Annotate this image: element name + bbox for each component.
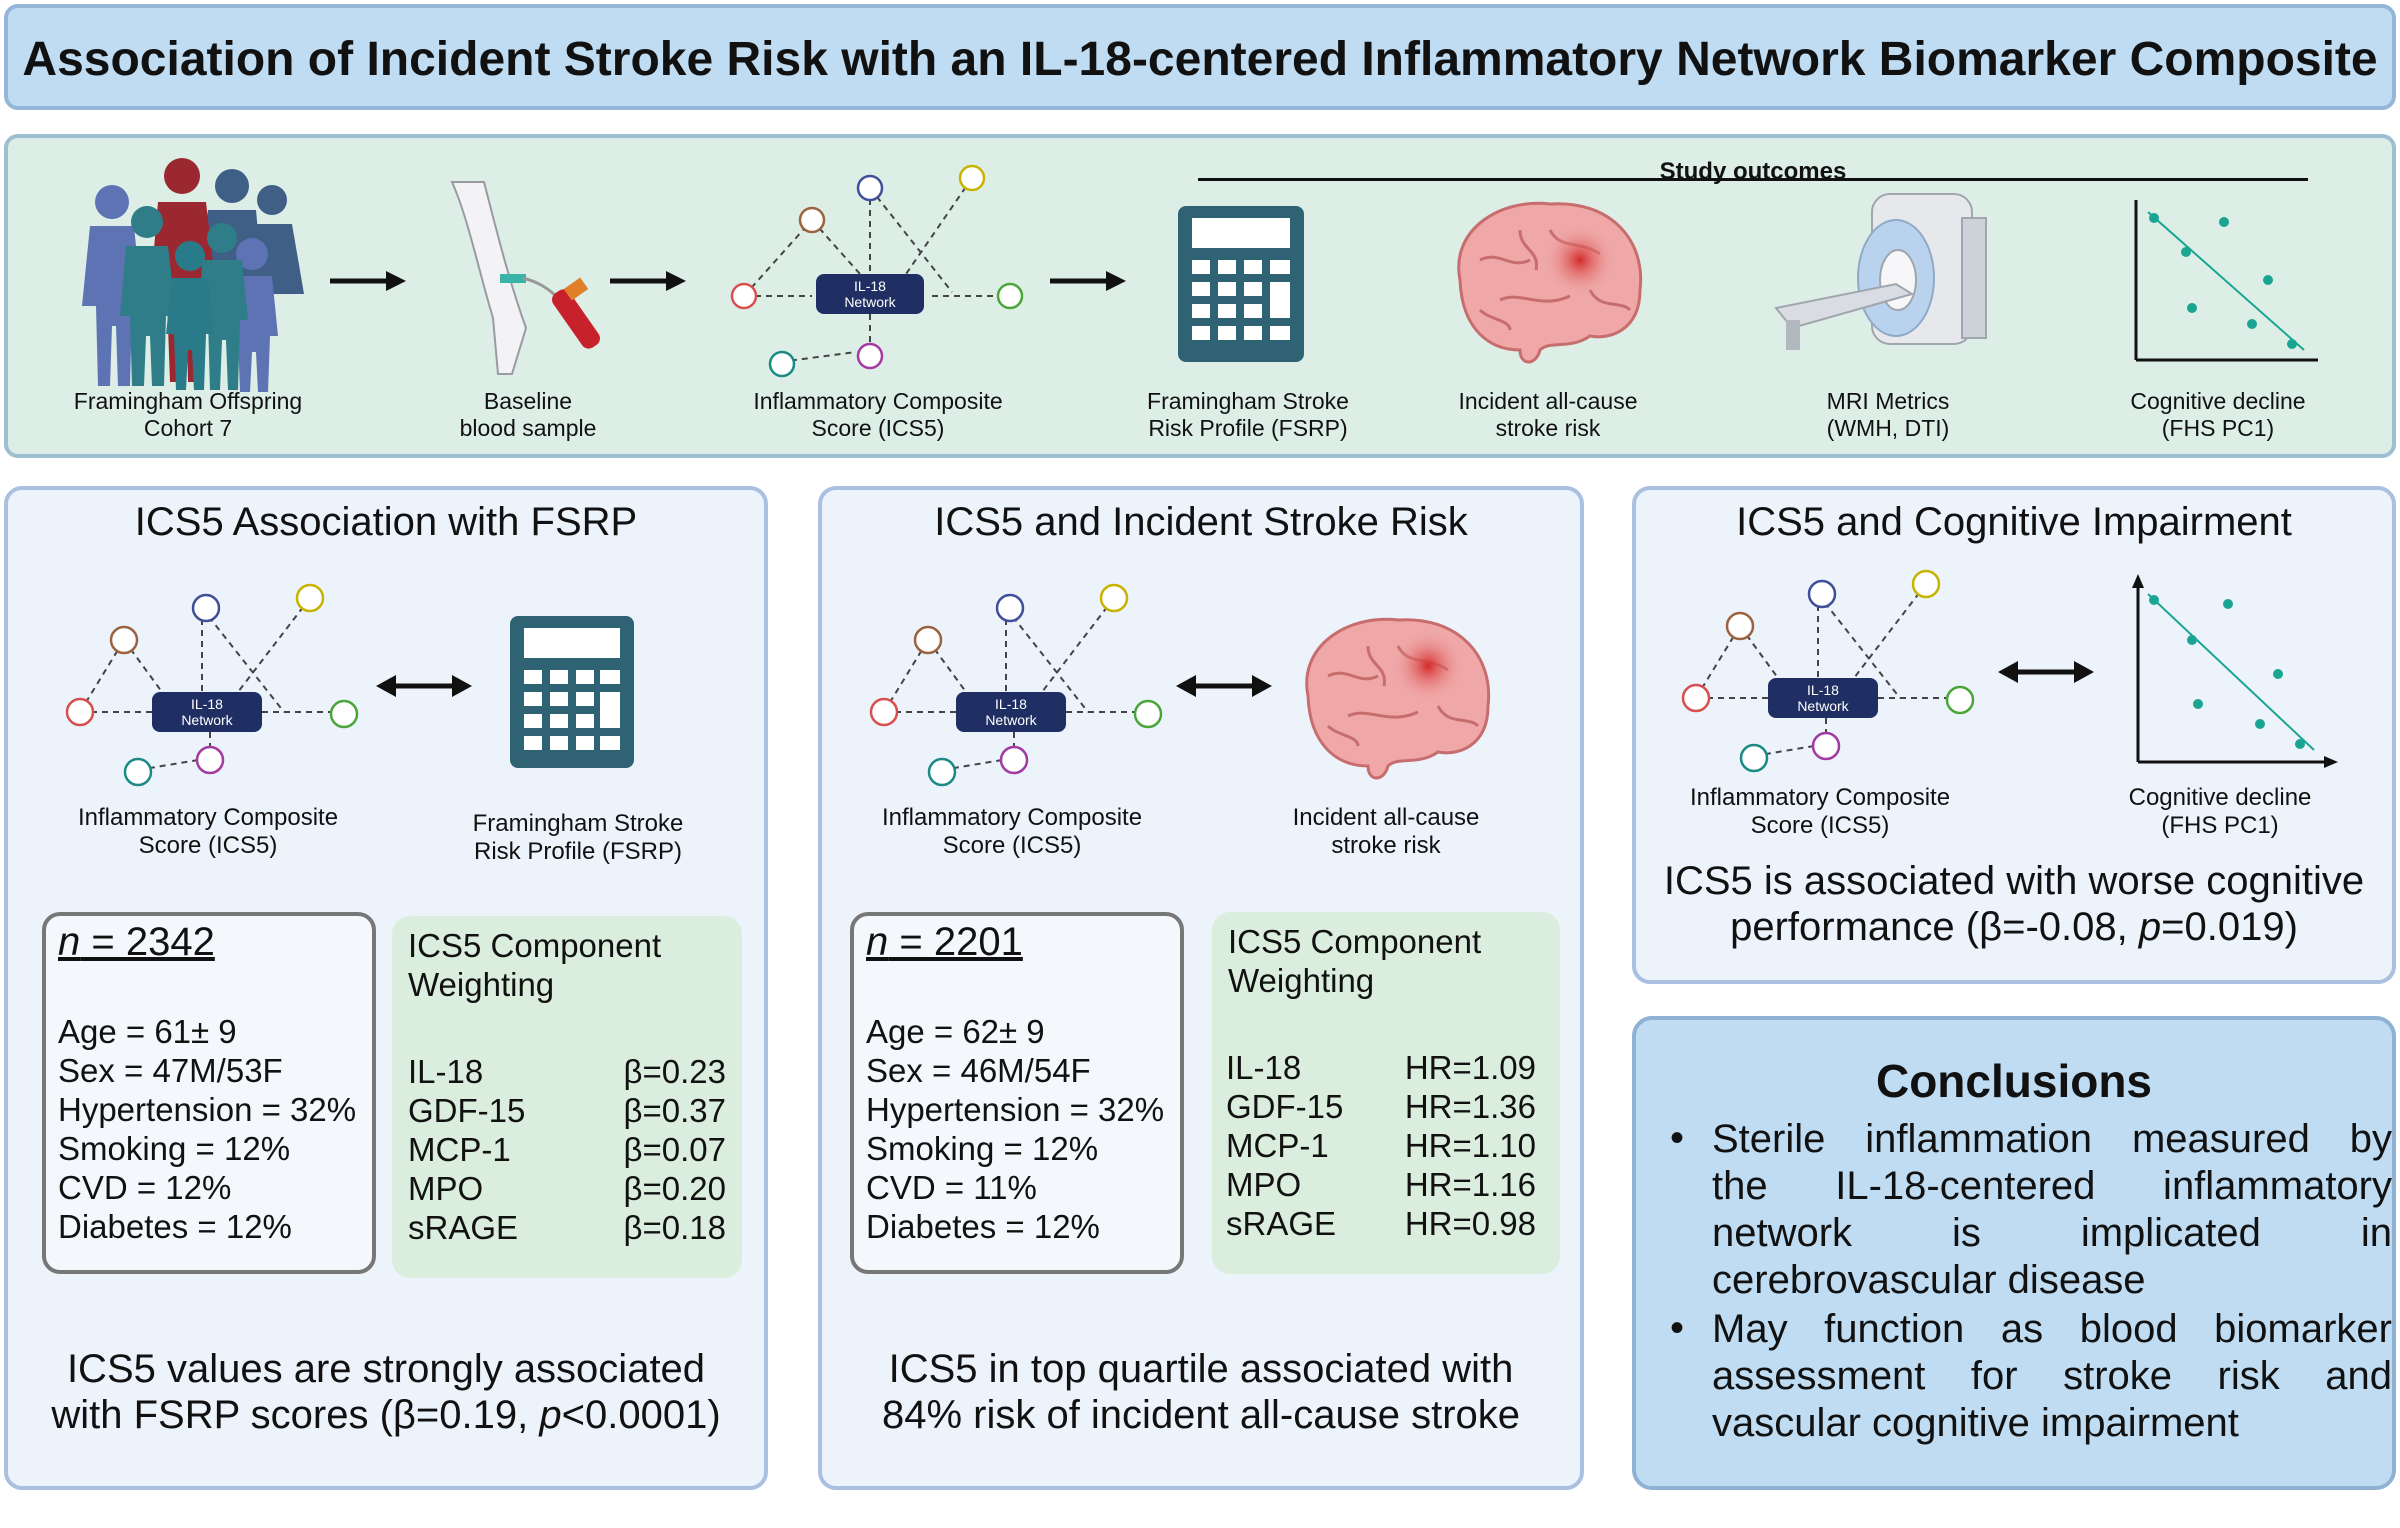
arrow-right-icon: [1050, 271, 1126, 291]
cognitive-label: Cognitive decline(FHS PC1): [2128, 784, 2312, 839]
il18-network-icon: IL-18 Network: [730, 164, 1024, 378]
fsrp-association-panel: ICS5 Association with FSRP IL-18 Network: [4, 486, 768, 1490]
mri-scanner-icon: [1774, 193, 1987, 350]
weighting-title: ICS5 Component Weighting: [1228, 923, 1482, 999]
network-node-line2: Network: [985, 712, 1037, 728]
bullet-icon: •: [1670, 1306, 1685, 1350]
cognitive-impairment-panel: ICS5 and Cognitive Impairment IL-18 Netw…: [1632, 486, 2396, 984]
brain-icon: [1457, 201, 1643, 364]
double-arrow-icon: [1998, 661, 2094, 683]
study-outcomes-rule: [1198, 178, 2308, 181]
bullet-icon: •: [1670, 1116, 1685, 1160]
cognitive-label: Cognitive decline(FHS PC1): [2130, 388, 2306, 441]
cognitive-scatter-icon: [2134, 200, 2318, 362]
cognitive-scatter-icon: [2132, 574, 2338, 768]
page-title: Association of Incident Stroke Risk with…: [22, 33, 2378, 86]
mri-label: MRI Metrics(WMH, DTI): [1826, 388, 1950, 441]
network-node-line2: Network: [181, 712, 233, 728]
conclusions-title: Conclusions: [1875, 1055, 2153, 1107]
stroke-risk-panel: ICS5 and Incident Stroke Risk IL-18 Netw…: [818, 486, 1584, 1490]
brain-icon: [1305, 617, 1491, 780]
network-node-line1: IL-18: [1807, 682, 1839, 698]
double-arrow-icon: [1176, 675, 1272, 697]
panel-title: ICS5 and Cognitive Impairment: [1736, 500, 2292, 544]
arrow-right-icon: [330, 271, 406, 291]
weighting-title: ICS5 Component Weighting: [408, 927, 662, 1003]
network-node-line1: IL-18: [854, 278, 886, 294]
network-node-line2: Network: [1797, 698, 1849, 714]
blood-draw-arm-icon: [450, 181, 600, 375]
conclusions-panel: Conclusions • Sterile inflammation measu…: [1632, 1016, 2396, 1490]
network-node-line1: IL-18: [995, 696, 1027, 712]
conclusion-bullet-2: May function as blood biomarker assessme…: [1712, 1307, 2392, 1445]
sample-size: n = 2342: [58, 920, 215, 964]
fsrp-result-text: ICS5 values are strongly associated with…: [51, 1347, 721, 1437]
panel-title: ICS5 and Incident Stroke Risk: [934, 500, 1468, 544]
stroke-result-text: ICS5 in top quartile associated with 84%…: [881, 1347, 1521, 1437]
calculator-icon: [1178, 206, 1304, 362]
cohort-people-icon: [82, 158, 304, 392]
panel-title: ICS5 Association with FSRP: [134, 500, 638, 544]
il18-network-icon: IL-18 Network: [869, 583, 1163, 787]
title-banner: Association of Incident Stroke Risk with…: [4, 4, 2396, 110]
arrow-right-icon: [610, 271, 686, 291]
cognitive-result-text: ICS5 is associated with worse cognitive …: [1663, 859, 2365, 949]
il18-network-icon: IL-18 Network: [1681, 569, 1975, 773]
conclusion-bullet-1: Sterile inflammation measured by the IL-…: [1712, 1117, 2392, 1302]
network-node-line2: Network: [844, 294, 896, 310]
study-outcomes-title: Study outcomes: [1659, 158, 1847, 185]
sample-size: n = 2201: [866, 920, 1023, 964]
il18-network-icon: IL-18 Network: [65, 583, 359, 787]
network-node-line1: IL-18: [191, 696, 223, 712]
calculator-icon: [510, 616, 634, 768]
double-arrow-icon: [376, 675, 472, 697]
